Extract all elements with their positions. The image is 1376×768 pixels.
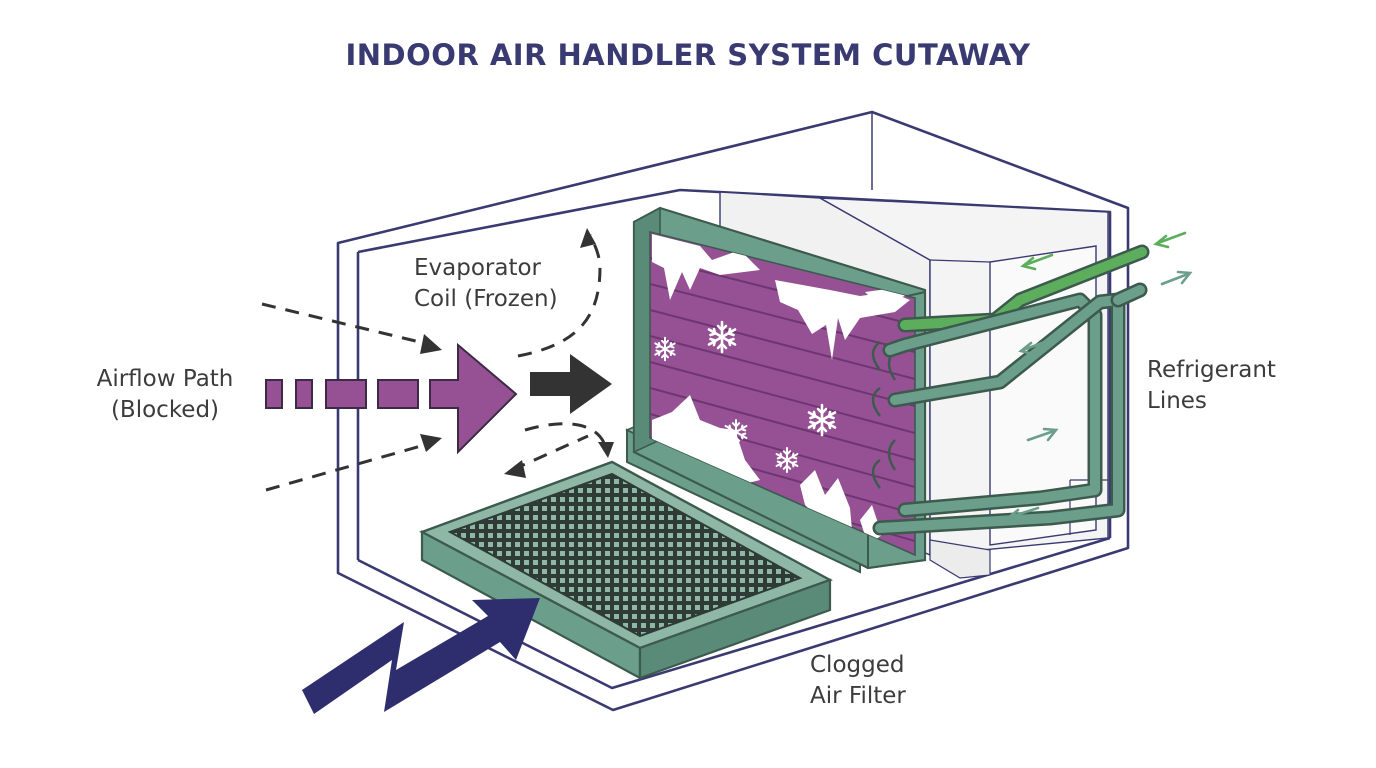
- filter-label-line-1: Clogged: [810, 652, 905, 678]
- diagram-title: INDOOR AIR HANDLER SYSTEM CUTAWAY: [345, 38, 1031, 72]
- airflow-label-line-1: Airflow Path: [96, 366, 234, 392]
- arrowheads: [420, 228, 614, 478]
- air-filter-label: Clogged Air Filter: [810, 650, 906, 712]
- flow-direction-icon: [1005, 231, 1193, 523]
- refrigerant-label-line-2: Lines: [1147, 388, 1207, 414]
- refrigerant-label-line-1: Refrigerant: [1147, 357, 1276, 383]
- refrigerant-lines-label: Refrigerant Lines: [1147, 355, 1276, 417]
- airflow-path-label: Airflow Path (Blocked): [60, 364, 270, 426]
- ice-frost: [652, 232, 910, 545]
- airflow-label-line-2: (Blocked): [110, 397, 220, 423]
- evaporator-coil: [632, 206, 927, 570]
- airflow-arrow-icon: [265, 342, 612, 455]
- evaporator-label-line-1: Evaporator: [414, 255, 542, 281]
- evaporator-label-line-2: Coil (Frozen): [414, 286, 558, 312]
- refrigerant-lines: [872, 244, 1150, 536]
- filter-label-line-2: Air Filter: [810, 683, 906, 709]
- zigzag-arrow-icon: [302, 598, 540, 714]
- dashed-airflow-arrows: [261, 234, 607, 492]
- evaporator-coil-label: Evaporator Coil (Frozen): [414, 253, 558, 315]
